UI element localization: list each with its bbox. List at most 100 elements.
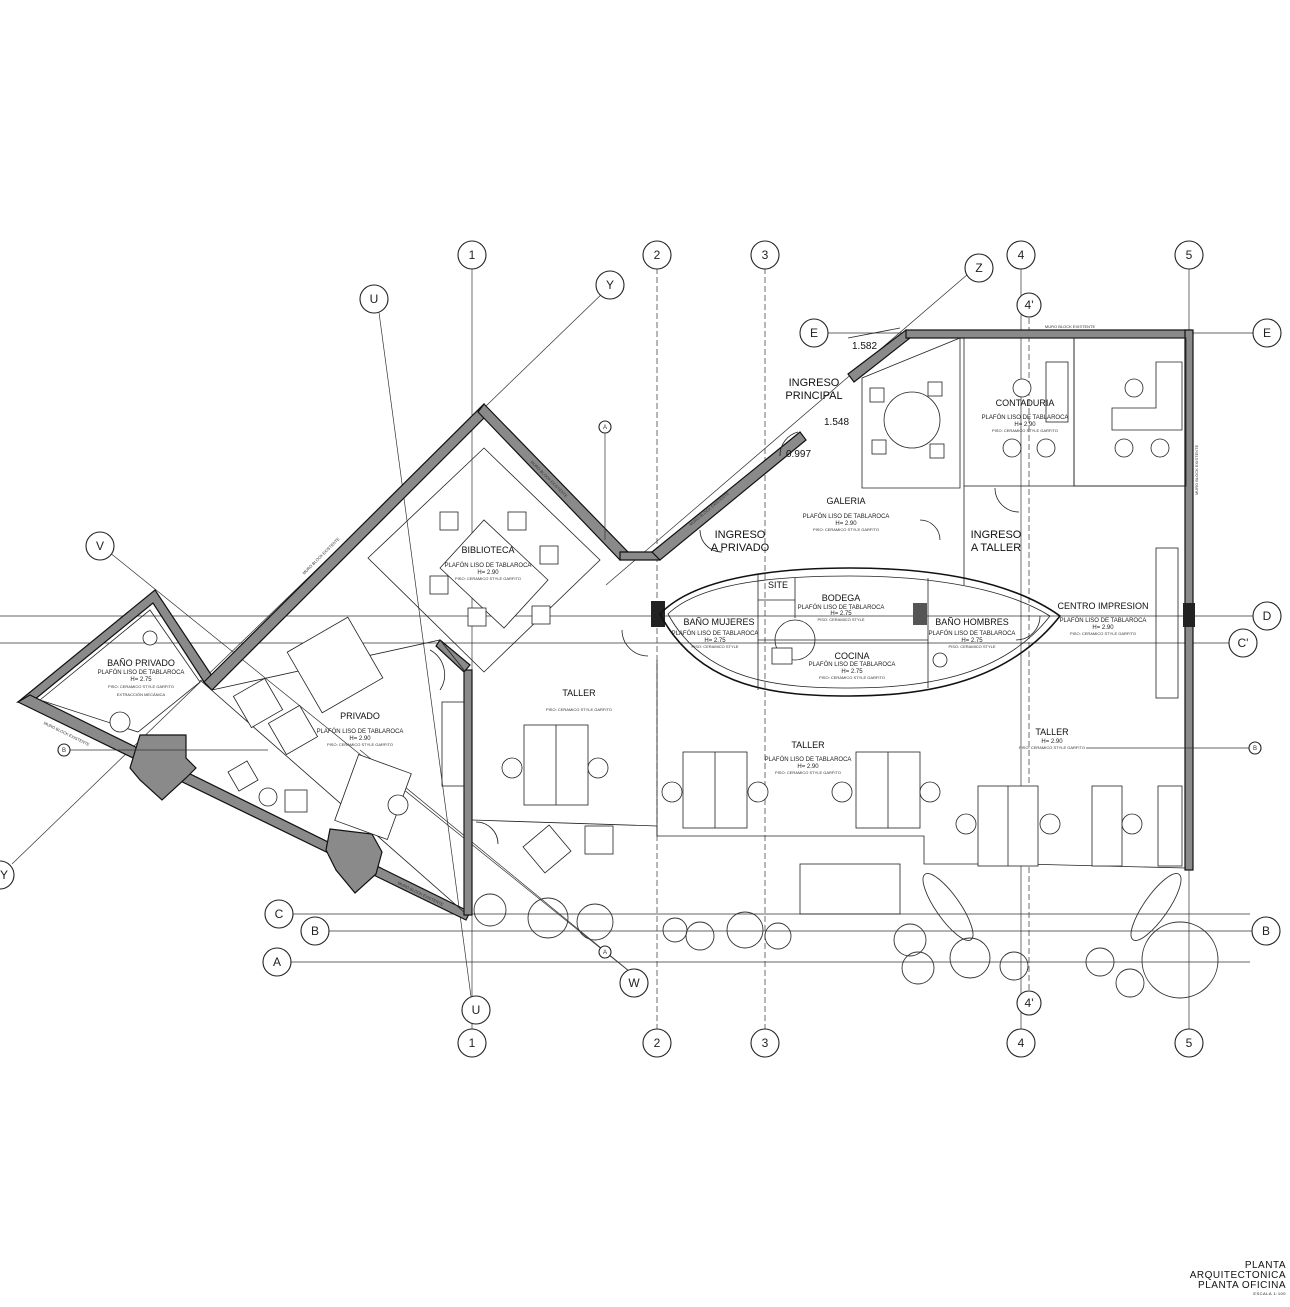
label-ingreso-privado-1: INGRESO [715, 529, 766, 541]
grid-bubbles: 1 2 3 4 4' 5 1 2 3 4 4' 5 E E D C' C B B… [0, 240, 1282, 1058]
axis-2-top: 2 [654, 248, 661, 262]
room-floor-taller-right: PISO: CERAMICO STYLE GARFITO [1019, 745, 1085, 750]
room-name-centro-impresion: CENTRO IMPRESION [1057, 601, 1148, 611]
room-floor-cocina: PISO: CERAMICO STYLE GARFITO [819, 675, 885, 680]
label-muro-block-s: MURO BLOCK EXISTENTE [397, 880, 445, 907]
axis-Y-bottom: Y [0, 868, 8, 882]
room-ceiling-contaduria: PLAFÓN LISO DE TABLAROCA [982, 414, 1069, 421]
room-floor-contaduria: PISO: CERAMICO STYLE GARFITO [992, 428, 1058, 433]
axis-5-bottom: 5 [1186, 1036, 1193, 1050]
label-ingreso-principal-1: INGRESO [789, 377, 840, 389]
axis-A-left: A [273, 955, 281, 969]
room-name-taller-left: TALLER [562, 688, 596, 698]
room-height-bano-hombres: H= 2.75 [961, 638, 983, 644]
room-floor-galeria: PISO: CERAMICO STYLE GARFITO [813, 527, 879, 532]
room-floor-bano-hombres: PISO: CERAMICO STYLE [948, 644, 995, 649]
furniture [109, 361, 1183, 874]
axis-4p-top: 4' [1025, 298, 1034, 312]
room-floor-bano-privado: PISO: CERAMICO STYLE GARFITO [108, 684, 174, 689]
axis-U-top: U [370, 292, 379, 306]
room-ceiling-galeria: PLAFÓN LISO DE TABLAROCA [803, 513, 890, 520]
label-site: SITE [768, 580, 788, 590]
room-ceiling-bodega: PLAFÓN LISO DE TABLAROCA [798, 604, 885, 611]
room-height-bano-privado: H= 2.75 [130, 677, 152, 683]
section-A-bottom: A [603, 950, 607, 956]
room-ceiling-bano-privado: PLAFÓN LISO DE TABLAROCA [98, 669, 185, 676]
room-height-bodega: H= 2.75 [830, 611, 852, 617]
room-name-taller-center: TALLER [791, 740, 825, 750]
room-ceiling-bano-hombres: PLAFÓN LISO DE TABLAROCA [929, 630, 1016, 637]
title-line-1: PLANTA [1244, 1260, 1286, 1271]
room-floor-bodega: PISO: CERAMICO STYLE [817, 617, 864, 622]
title-line-2: ARQUITECTONICA [1189, 1270, 1286, 1281]
axis-Cp-right: C' [1238, 636, 1249, 650]
room-height-bano-mujeres: H= 2.75 [704, 638, 726, 644]
title-block: PLANTA ARQUITECTONICA PLANTA OFICINA ESC… [1190, 1261, 1286, 1297]
label-muro-block-top: MURO BLOCK EXISTENTE [1045, 324, 1096, 329]
room-name-bano-privado: BAÑO PRIVADO [107, 658, 175, 668]
room-height-galeria: H= 2.90 [835, 521, 857, 527]
axis-3-top: 3 [762, 248, 769, 262]
section-A-top: A [603, 425, 607, 431]
axis-E-right: E [1263, 326, 1271, 340]
section-B-right: B [1253, 746, 1257, 752]
room-name-privado: PRIVADO [340, 711, 380, 721]
axis-E-left: E [810, 326, 818, 340]
axis-C-left: C [275, 907, 284, 921]
title-scale: ESCALA 1:100 [1253, 1291, 1286, 1296]
room-name-bano-hombres: BAÑO HOMBRES [935, 617, 1009, 627]
axis-V-top: V [96, 539, 104, 553]
room-ceiling-centro-impresion: PLAFÓN LISO DE TABLAROCA [1060, 617, 1147, 624]
interior-walls [39, 337, 1187, 915]
landscape-trees [473, 873, 1219, 999]
room-ceiling-cocina: PLAFÓN LISO DE TABLAROCA [809, 661, 896, 668]
room-name-biblioteca: BIBLIOTECA [461, 545, 514, 555]
room-floor-biblioteca: PISO: CERAMICO STYLE GARFITO [455, 576, 521, 581]
room-height-contaduria: H= 2.90 [1014, 422, 1036, 428]
dimension-1: 1.582 [852, 341, 877, 352]
label-muro-block-apex: MURO BLOCK EXISTENTE [530, 459, 569, 498]
axis-5-top: 5 [1186, 248, 1193, 262]
room-ceiling-taller-center: PLAFÓN LISO DE TABLAROCA [765, 756, 852, 763]
door-swings [429, 431, 1041, 845]
room-ceiling-bano-mujeres: PLAFÓN LISO DE TABLAROCA [672, 630, 759, 637]
room-name-taller-right: TALLER [1035, 727, 1069, 737]
walls [16, 329, 1195, 921]
axis-4p-bottom: 4' [1025, 996, 1034, 1010]
dimensions: 1.582 1.548 0.997 [786, 327, 901, 460]
dimension-3: 0.997 [786, 449, 811, 460]
room-ceiling-privado: PLAFÓN LISO DE TABLAROCA [317, 728, 404, 735]
axis-Z-top: Z [975, 261, 982, 275]
room-floor-taller-center: PISO: CERAMICO STYLE GARFITO [775, 770, 841, 775]
room-name-bodega: BODEGA [822, 593, 861, 603]
room-name-contaduria: CONTADURIA [996, 398, 1055, 408]
axis-B-right: B [1262, 924, 1270, 938]
axis-4-bottom: 4 [1018, 1036, 1025, 1050]
label-ingreso-principal-2: PRINCIPAL [785, 390, 842, 402]
axis-Y-top: Y [606, 278, 614, 292]
label-muro-block-right: MURO BLOCK EXISTENTE [1194, 445, 1199, 496]
section-B-left: B [62, 748, 66, 754]
axis-2-bottom: 2 [654, 1036, 661, 1050]
room-ceiling-biblioteca: PLAFÓN LISO DE TABLAROCA [445, 562, 532, 569]
dimension-2: 1.548 [824, 417, 849, 428]
axis-1-top: 1 [469, 248, 476, 262]
room-height-biblioteca: H= 2.90 [477, 570, 499, 576]
room-height-centro-impresion: H= 2.90 [1092, 625, 1114, 631]
axis-B-left: B [311, 924, 319, 938]
axis-4-top: 4 [1018, 248, 1025, 262]
label-ingreso-taller-2: A TALLER [971, 542, 1021, 554]
room-height-taller-center: H= 2.90 [797, 764, 819, 770]
axis-U-bottom: U [472, 1003, 481, 1017]
room-height-taller-right: H= 2.90 [1041, 739, 1063, 745]
axis-W-bottom: W [628, 976, 640, 990]
room-floor-privado: PISO: CERAMICO STYLE GARFITO [327, 742, 393, 747]
room-name-cocina: COCINA [834, 651, 869, 661]
axis-1-bottom: 1 [469, 1036, 476, 1050]
room-floor-taller-left: PISO: CERAMICO STYLE GARFITO [546, 707, 612, 712]
room-floor-bano-mujeres: PISO: CERAMICO STYLE [691, 644, 738, 649]
title-line-3: PLANTA OFICINA [1198, 1280, 1286, 1291]
room-name-bano-mujeres: BAÑO MUJERES [683, 617, 754, 627]
room-note-bano-privado: EXTRACCIÓN MECÁNICA [117, 692, 166, 697]
